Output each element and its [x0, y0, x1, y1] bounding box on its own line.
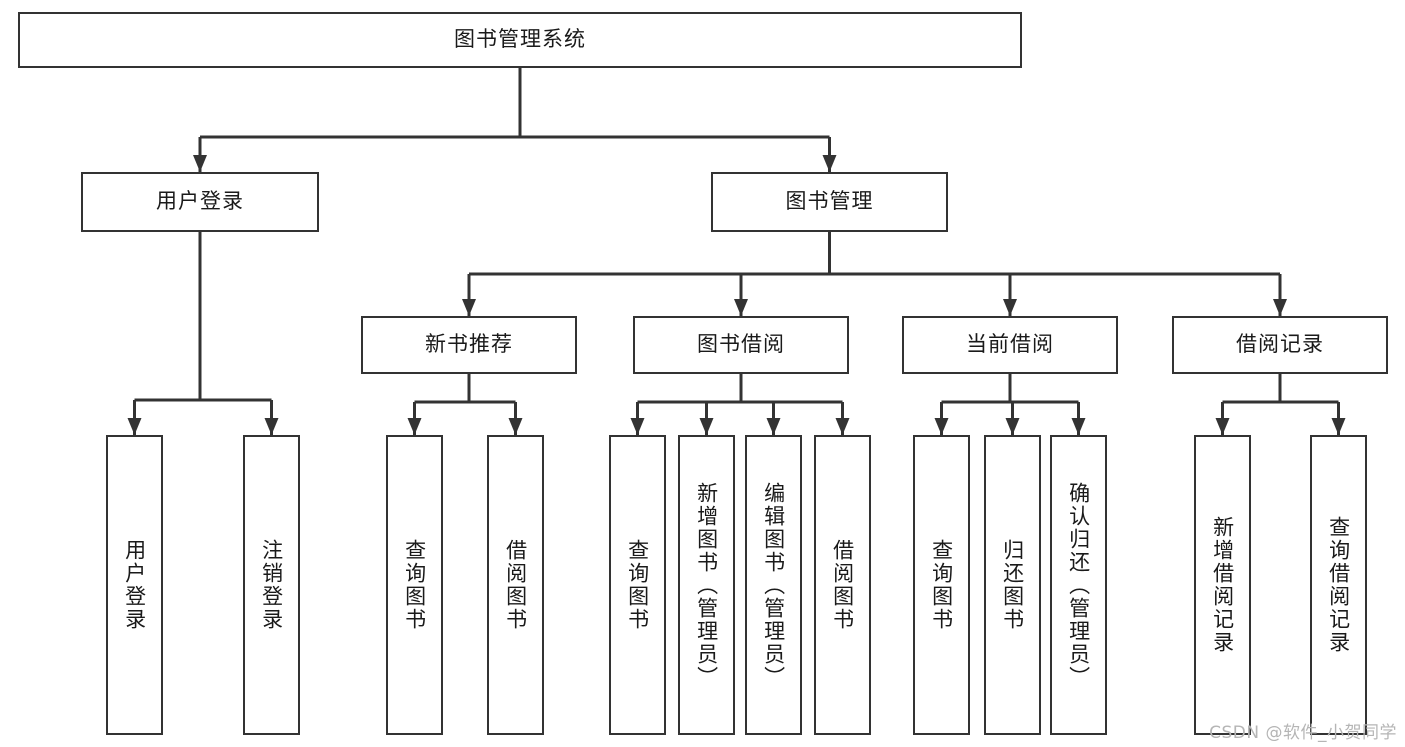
- node-leaf_2[interactable]: 查询图书: [386, 435, 443, 735]
- node-leaf_1[interactable]: 注销登录: [243, 435, 300, 735]
- arrow-head: [508, 418, 523, 435]
- watermark: CSDN @软件_小贺同学: [1209, 723, 1397, 743]
- arrow-head: [1071, 418, 1086, 435]
- node-label: 查询图书: [402, 539, 427, 631]
- node-leaf_8[interactable]: 查询图书: [913, 435, 970, 735]
- node-label: 归还图书: [1000, 539, 1025, 631]
- arrow-head: [1215, 418, 1230, 435]
- node-root[interactable]: 图书管理系统: [18, 12, 1022, 68]
- node-leaf_12[interactable]: 查询借阅记录: [1310, 435, 1367, 735]
- arrow-head: [1003, 299, 1017, 316]
- node-label: 新增图书（管理员）: [694, 481, 719, 689]
- arrow-head: [630, 418, 645, 435]
- node-label: 注销登录: [259, 539, 284, 631]
- arrow-head: [407, 418, 422, 435]
- node-label: 图书管理系统: [454, 27, 586, 52]
- arrow-head: [1331, 418, 1346, 435]
- arrow-head: [822, 155, 837, 172]
- node-leaf_3[interactable]: 借阅图书: [487, 435, 544, 735]
- node-l2_2[interactable]: 当前借阅: [902, 316, 1118, 374]
- node-l2_3[interactable]: 借阅记录: [1172, 316, 1388, 374]
- arrow-head: [1005, 418, 1020, 435]
- node-leaf_4[interactable]: 查询图书: [609, 435, 666, 735]
- node-label: 借阅记录: [1236, 332, 1324, 357]
- arrow-head: [934, 418, 949, 435]
- arrow-head: [264, 418, 279, 435]
- node-label: 当前借阅: [966, 332, 1054, 357]
- node-label: 用户登录: [156, 189, 244, 214]
- node-label: 图书借阅: [697, 332, 785, 357]
- node-l2_1[interactable]: 图书借阅: [633, 316, 849, 374]
- node-label: 新增借阅记录: [1210, 516, 1235, 654]
- arrow-head: [127, 418, 142, 435]
- node-label: 借阅图书: [830, 539, 855, 631]
- node-label: 用户登录: [122, 539, 147, 631]
- arrow-head: [766, 418, 781, 435]
- arrow-head: [734, 299, 748, 316]
- node-label: 图书管理: [785, 189, 874, 214]
- arrow-head: [193, 155, 207, 172]
- arrow-head: [699, 418, 714, 435]
- node-leaf_9[interactable]: 归还图书: [984, 435, 1041, 735]
- node-leaf_11[interactable]: 新增借阅记录: [1194, 435, 1251, 735]
- node-label: 新书推荐: [425, 332, 513, 357]
- node-leaf_6[interactable]: 编辑图书（管理员）: [745, 435, 802, 735]
- node-leaf_7[interactable]: 借阅图书: [814, 435, 871, 735]
- arrow-head: [1273, 299, 1287, 316]
- node-l2_0[interactable]: 新书推荐: [361, 316, 577, 374]
- node-label: 编辑图书（管理员）: [761, 481, 786, 689]
- arrow-head: [835, 418, 850, 435]
- node-label: 确认归还（管理员）: [1066, 481, 1091, 689]
- node-l1_0[interactable]: 用户登录: [81, 172, 319, 232]
- node-label: 借阅图书: [503, 539, 528, 631]
- node-leaf_10[interactable]: 确认归还（管理员）: [1050, 435, 1107, 735]
- node-label: 查询图书: [625, 539, 650, 631]
- node-label: 查询借阅记录: [1326, 516, 1351, 654]
- arrow-head: [462, 299, 476, 316]
- node-leaf_0[interactable]: 用户登录: [106, 435, 163, 735]
- node-l1_1[interactable]: 图书管理: [711, 172, 948, 232]
- node-leaf_5[interactable]: 新增图书（管理员）: [678, 435, 735, 735]
- node-label: 查询图书: [929, 539, 954, 631]
